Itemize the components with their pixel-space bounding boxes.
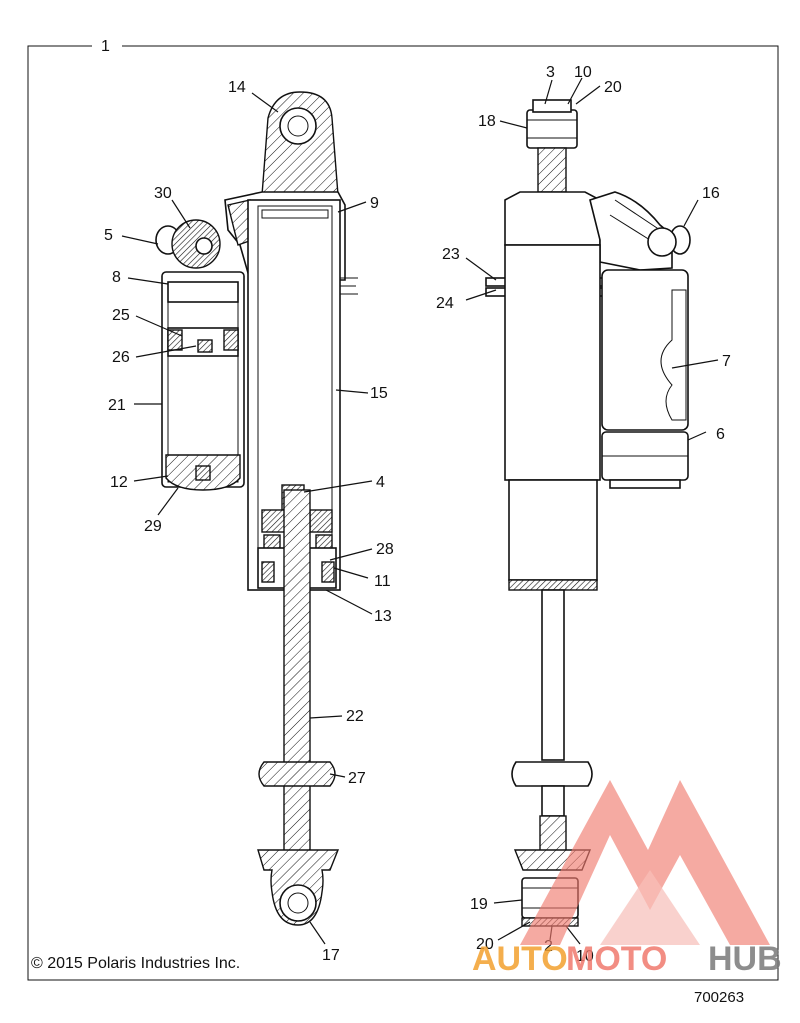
shock-cutaway-view [155, 91, 358, 926]
callout-30: 30 [154, 185, 172, 202]
top-eyelet [526, 109, 578, 149]
callout-27: 27 [348, 770, 366, 787]
callout-16: 16 [702, 185, 720, 202]
assembly-frame: 1 [27, 38, 779, 981]
callout-12: 12 [110, 474, 128, 491]
watermark-word-moto: MOTO [566, 940, 667, 978]
callout-26: 26 [112, 349, 130, 366]
callout-6: 6 [716, 426, 725, 443]
document-number: 700263 [694, 989, 744, 1006]
callout-23: 23 [442, 246, 460, 263]
compression-adjuster [647, 227, 677, 257]
callout-13: 13 [374, 608, 392, 625]
reservoir-cap [167, 281, 239, 303]
bottom-out-bumper [258, 761, 336, 787]
copyright-text: © 2015 Polaris Industries Inc. [31, 955, 240, 972]
piston-shim-right [309, 509, 333, 533]
leader-lines [121, 77, 719, 945]
callout-11: 11 [374, 573, 391, 590]
lower-eyelet-bushing [287, 892, 309, 914]
adjuster-center [195, 237, 213, 255]
callout-3: 3 [546, 64, 555, 81]
seal-head-o-ring-right [321, 561, 335, 583]
shaft-lower [541, 785, 565, 817]
callout-2: 2 [544, 938, 553, 955]
body-thread [508, 579, 598, 591]
shaft [283, 489, 311, 876]
top-stud [537, 147, 567, 193]
piston-ring-right [315, 534, 333, 550]
callout-20-top: 20 [604, 79, 622, 96]
shaft-thread [539, 815, 567, 853]
watermark-logo: AUTO MOTO HUB [472, 780, 782, 978]
callout-21: 21 [108, 397, 126, 414]
callout-29: 29 [144, 518, 162, 535]
callout-25: 25 [112, 307, 130, 324]
piston-shim-left [261, 509, 287, 533]
callout-22: 22 [346, 708, 364, 725]
assembly-number: 1 [101, 38, 110, 55]
watermark-word-hub: HUB [708, 940, 782, 978]
body-clip [340, 277, 358, 295]
callout-10-bottom: 10 [576, 948, 594, 965]
body-head [504, 191, 601, 246]
callout-15: 15 [370, 385, 388, 402]
watermark-triangle-icon [520, 780, 770, 945]
floating-piston-valve [197, 339, 213, 353]
callout-4: 4 [376, 474, 385, 491]
watermark-word-auto: AUTO [472, 940, 568, 978]
callout-19: 19 [470, 896, 488, 913]
body-exterior [504, 244, 601, 481]
callout-18: 18 [478, 113, 496, 130]
callout-24: 24 [436, 295, 454, 312]
callout-9: 9 [370, 195, 379, 212]
callout-8: 8 [112, 269, 121, 286]
body-lower [508, 479, 598, 581]
reservoir-exterior [601, 269, 689, 431]
inner-tube-top [261, 209, 329, 219]
top-spacer [532, 99, 572, 113]
bumper-exterior [511, 761, 593, 787]
callout-7: 7 [722, 353, 731, 370]
shock-exterior-view [485, 99, 691, 927]
callout-5: 5 [104, 227, 113, 244]
top-eyelet-bore [279, 107, 317, 145]
lower-eyelet-bore [279, 884, 317, 922]
callout-labels: 14 30 5 9 8 25 26 21 15 12 29 4 28 11 13… [104, 64, 731, 965]
reservoir-schrader [195, 465, 211, 481]
floating-piston-seal-right [223, 329, 239, 351]
callout-14: 14 [228, 79, 246, 96]
callout-28: 28 [376, 541, 394, 558]
callout-17: 17 [322, 947, 340, 964]
reservoir-cap-rim [609, 479, 681, 489]
seal-head-o-ring-left [261, 561, 275, 583]
callout-10-top: 10 [574, 64, 592, 81]
shaft-exterior [541, 589, 565, 761]
top-eyelet-bushing [287, 115, 309, 137]
callout-20-bottom: 20 [476, 936, 494, 953]
piston-ring-left [263, 534, 281, 550]
